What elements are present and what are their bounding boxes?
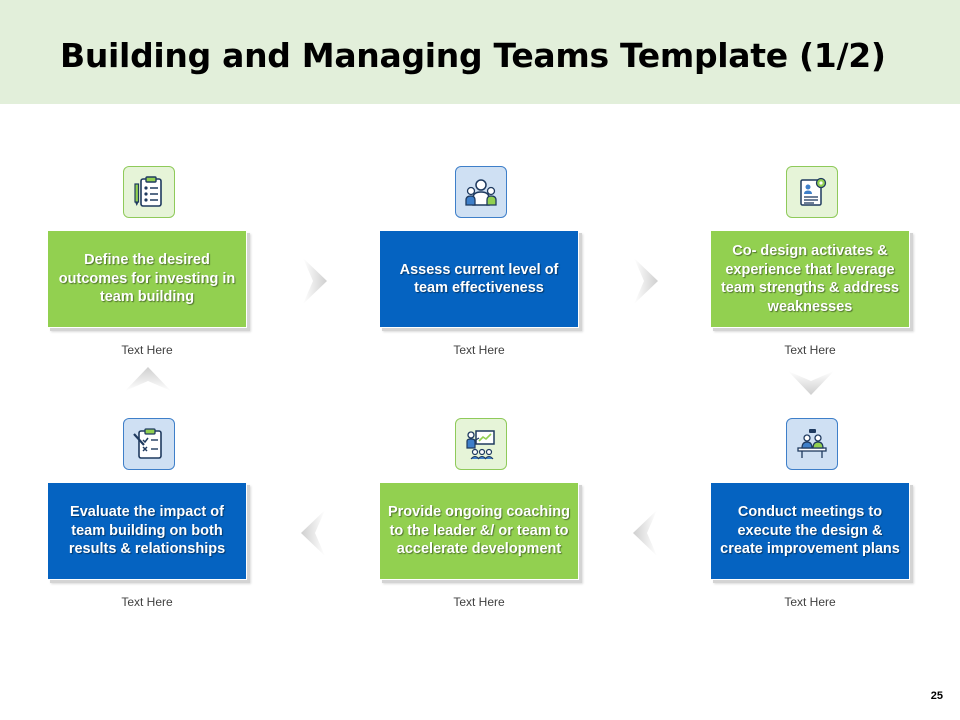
arrow-up-icon [125,367,171,391]
step-3-caption: Text Here [784,343,836,357]
step-1-text: Define the desired outcomes for investin… [58,252,236,306]
arrow-left-icon [301,510,325,556]
step-5-caption: Text Here [453,595,505,609]
arrow-down-icon [788,371,834,395]
meeting-presentation-icon [786,418,838,470]
profile-document-gear-icon [786,166,838,218]
clipboard-checklist-icon [123,166,175,218]
arrow-left-icon [633,510,657,556]
step-2-caption: Text Here [453,343,505,357]
coaching-board-icon [455,418,507,470]
step-1-caption: Text Here [121,343,173,357]
arrow-right-icon [303,258,327,304]
step-1-box: Define the desired outcomes for investin… [47,230,247,328]
step-3-text: Co- design activates & experience that l… [720,243,900,315]
evaluation-checklist-icon [123,418,175,470]
step-2-text: Assess current level of team effectivene… [399,261,559,297]
step-4-text: Conduct meetings to execute the design &… [720,504,900,558]
step-5-text: Provide ongoing coaching to the leader &… [387,504,571,558]
page-title: Building and Managing Teams Template (1/… [60,36,886,75]
step-6-caption: Text Here [121,595,173,609]
step-2-box: Assess current level of team effectivene… [379,230,579,328]
title-banner: Building and Managing Teams Template (1/… [0,0,960,104]
step-4-box: Conduct meetings to execute the design &… [710,482,910,580]
step-3-box: Co- design activates & experience that l… [710,230,910,328]
step-6-box: Evaluate the impact of team building on … [47,482,247,580]
step-6-text: Evaluate the impact of team building on … [68,504,226,558]
step-4-caption: Text Here [784,595,836,609]
arrow-right-icon [634,258,658,304]
page-number: 25 [930,690,943,702]
team-group-icon [455,166,507,218]
step-5-box: Provide ongoing coaching to the leader &… [379,482,579,580]
